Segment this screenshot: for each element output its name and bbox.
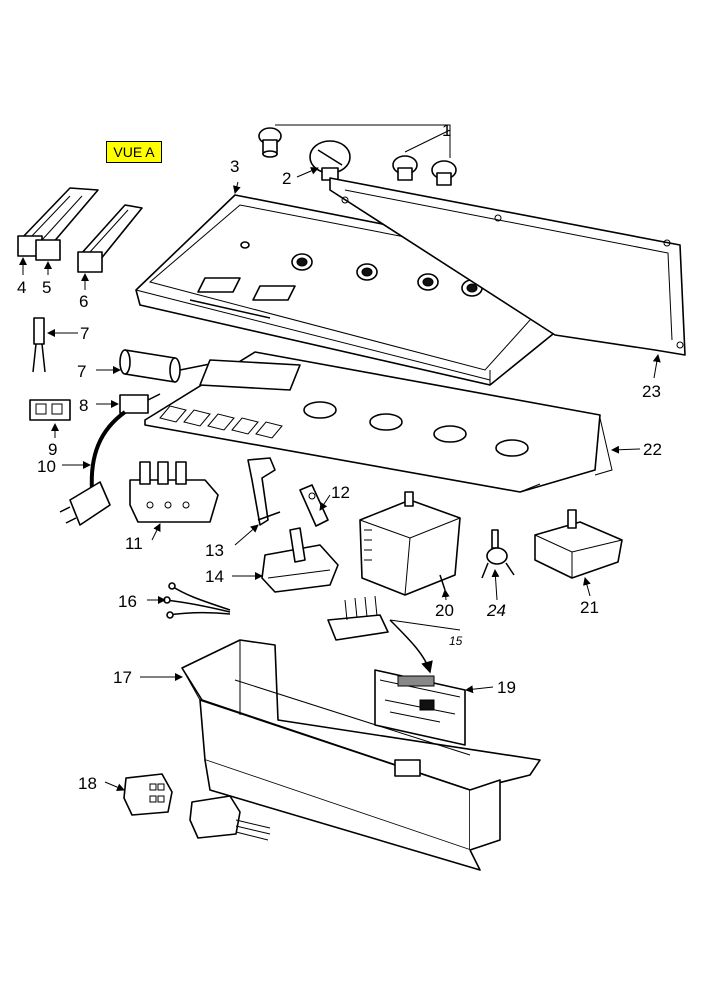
callout-6: 6 <box>79 292 88 311</box>
connector-15 <box>327 595 389 641</box>
callout-14: 14 <box>205 567 224 586</box>
power-cord-10 <box>59 410 127 526</box>
callout-15: 15 <box>449 634 463 648</box>
callout-11: 11 <box>125 534 143 553</box>
callout-7b: 7 <box>77 362 86 381</box>
door-lock-14 <box>261 527 339 593</box>
control-panel-3 <box>135 194 596 386</box>
callout-21: 21 <box>580 598 599 617</box>
callout-10: 10 <box>37 457 56 476</box>
callout-5: 5 <box>42 278 51 297</box>
leader-lines <box>19 167 661 791</box>
knob-small-1c <box>431 160 457 186</box>
clip-12 <box>299 484 329 527</box>
button-6 <box>77 204 143 273</box>
knob-small-1 <box>258 127 282 158</box>
callout-20: 20 <box>435 601 454 620</box>
callout-7a: 7 <box>80 324 89 343</box>
knob-small-1b <box>392 155 418 181</box>
callout-4: 4 <box>17 278 26 297</box>
button-4-5 <box>17 187 99 261</box>
fuse-7 <box>32 317 46 373</box>
callout-23: 23 <box>642 382 661 401</box>
callout-12: 12 <box>331 483 350 502</box>
chassis-plate-22 <box>144 351 613 493</box>
selector-21 <box>534 509 623 579</box>
potentiometer-24 <box>481 529 515 579</box>
callout-18: 18 <box>78 774 97 793</box>
back-panel-23 <box>329 177 686 356</box>
view-label-badge: VUE A <box>106 141 162 163</box>
switch-8 <box>119 393 161 414</box>
callout-9: 9 <box>48 440 57 459</box>
callout-8: 8 <box>79 396 88 415</box>
callout-3: 3 <box>230 157 239 176</box>
callout-1: 1 <box>442 121 451 140</box>
connector-18 <box>123 773 173 816</box>
wiring-16 <box>163 582 231 619</box>
timer-20 <box>359 491 461 596</box>
pcb-19 <box>374 669 466 746</box>
capacitor-7 <box>119 349 211 383</box>
terminal-block-11 <box>129 461 219 523</box>
knob-large-2 <box>309 140 351 181</box>
connector-18b <box>189 795 271 841</box>
callout-17: 17 <box>113 668 132 687</box>
callout-2: 2 <box>282 169 291 188</box>
housing-17 <box>181 639 541 871</box>
callout-13: 13 <box>205 541 224 560</box>
callout-22: 22 <box>643 440 662 459</box>
callout-19: 19 <box>497 678 516 697</box>
callout-24: 24 <box>486 601 506 620</box>
callout-16: 16 <box>118 592 137 611</box>
bracket-13 <box>247 457 281 526</box>
indicator-9 <box>29 399 71 421</box>
